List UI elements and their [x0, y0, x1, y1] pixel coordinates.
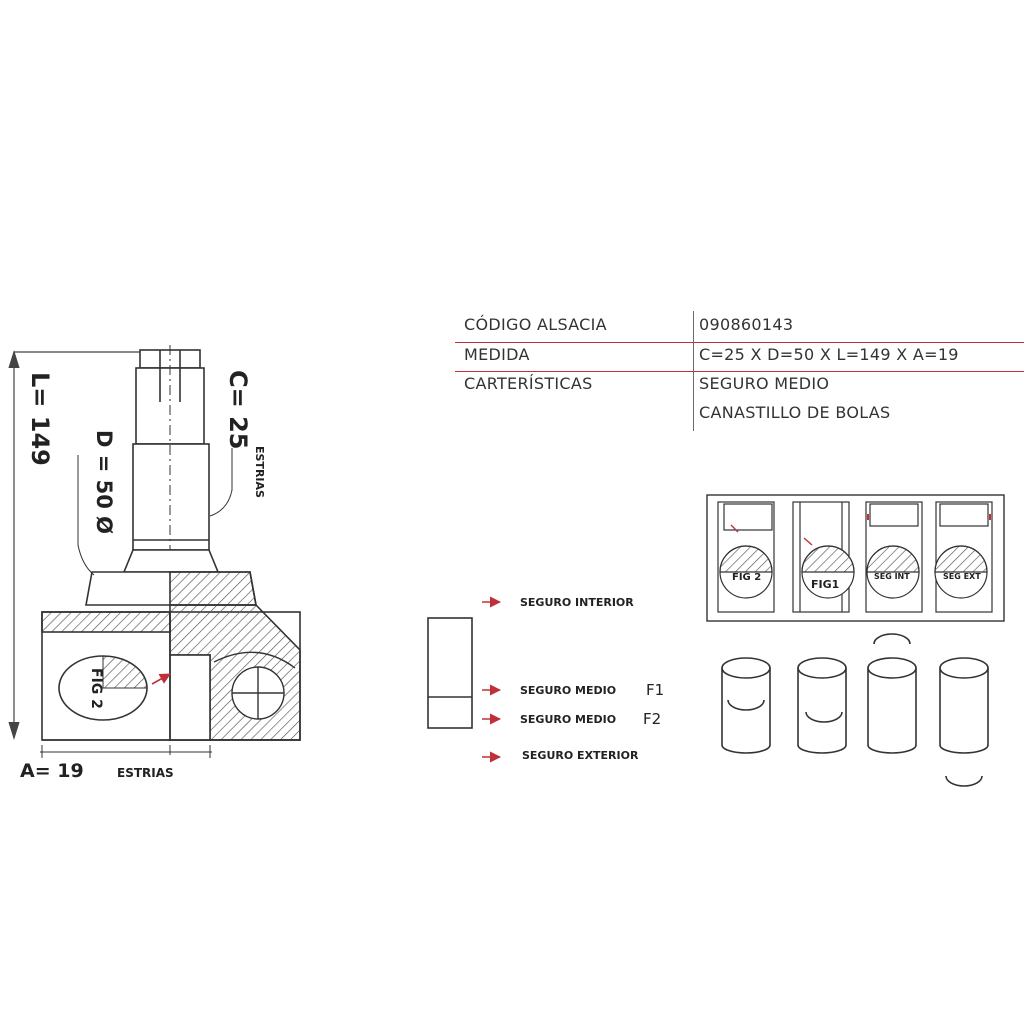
diameter-label: D = 50 Ø	[92, 430, 116, 535]
cv-joint-neck	[85, 549, 257, 606]
retainer-suffix-f2: F2	[643, 710, 662, 728]
mini-figure-seg-int	[865, 501, 923, 613]
fig2-detail	[58, 655, 148, 721]
retainer-legend-bar	[427, 617, 473, 729]
retainer-label-interior: SEGURO INTERIOR	[520, 596, 634, 609]
spec-row-features-2: CANASTILLO DE BOLAS	[455, 399, 1024, 427]
retainer-suffix-f1: F1	[646, 681, 665, 699]
table-column-divider	[693, 311, 694, 431]
spec-value: C=25 X D=50 X L=149 X A=19	[699, 345, 959, 364]
retainer-label-exterior: SEGURO EXTERIOR	[522, 749, 639, 762]
spline-a-estrias: ESTRIAS	[117, 766, 174, 780]
legend-arrows	[482, 596, 502, 763]
spec-value: SEGURO MEDIO	[699, 374, 830, 393]
retainer-label-medio-f2: SEGURO MEDIO	[520, 713, 617, 726]
figure-label-fig2: FIG 2	[732, 572, 762, 583]
fig2-label: FIG 2	[88, 668, 104, 709]
length-dimension-line	[8, 349, 140, 741]
spline-c-estrias: ESTRIAS	[253, 446, 266, 498]
table-divider	[455, 371, 1024, 372]
table-divider	[455, 342, 1024, 343]
cylinder-fig2	[721, 657, 771, 754]
cylinder-fig1	[797, 657, 847, 754]
leader-lines	[40, 448, 233, 758]
spec-key: CARTERÍSTICAS	[464, 374, 593, 393]
figure-label-seg-ext: SEG EXT	[943, 572, 981, 581]
spec-value: CANASTILLO DE BOLAS	[699, 403, 891, 422]
spec-table: CÓDIGO ALSACIA 090860143 MEDIDA C=25 X D…	[455, 311, 1024, 431]
spec-row-code: CÓDIGO ALSACIA 090860143	[455, 311, 1024, 339]
retainer-label-medio-f1: SEGURO MEDIO	[520, 684, 617, 697]
cylinder-seg-ext	[939, 657, 989, 787]
spec-row-measure: MEDIDA C=25 X D=50 X L=149 X A=19	[455, 341, 1024, 369]
ball-cage	[213, 651, 296, 720]
spec-row-features: CARTERÍSTICAS SEGURO MEDIO	[455, 370, 1024, 398]
mini-figure-fig1	[792, 501, 855, 613]
spec-key: CÓDIGO ALSACIA	[464, 315, 607, 334]
spline-c-label: C= 25	[224, 370, 252, 450]
red-indicator-arrow	[151, 673, 171, 685]
length-label: L= 149	[26, 372, 54, 466]
figure-label-seg-int: SEG INT	[874, 572, 910, 581]
spec-key: MEDIDA	[464, 345, 530, 364]
detail-figures-box	[706, 494, 1005, 622]
spec-value: 090860143	[699, 315, 794, 334]
mini-figure-seg-ext	[934, 501, 993, 613]
figure-label-fig1: FIG1	[811, 578, 840, 591]
mini-figure-fig2	[717, 501, 775, 613]
spline-a-label: A= 19	[20, 760, 84, 782]
cylinder-seg-int	[867, 633, 917, 754]
